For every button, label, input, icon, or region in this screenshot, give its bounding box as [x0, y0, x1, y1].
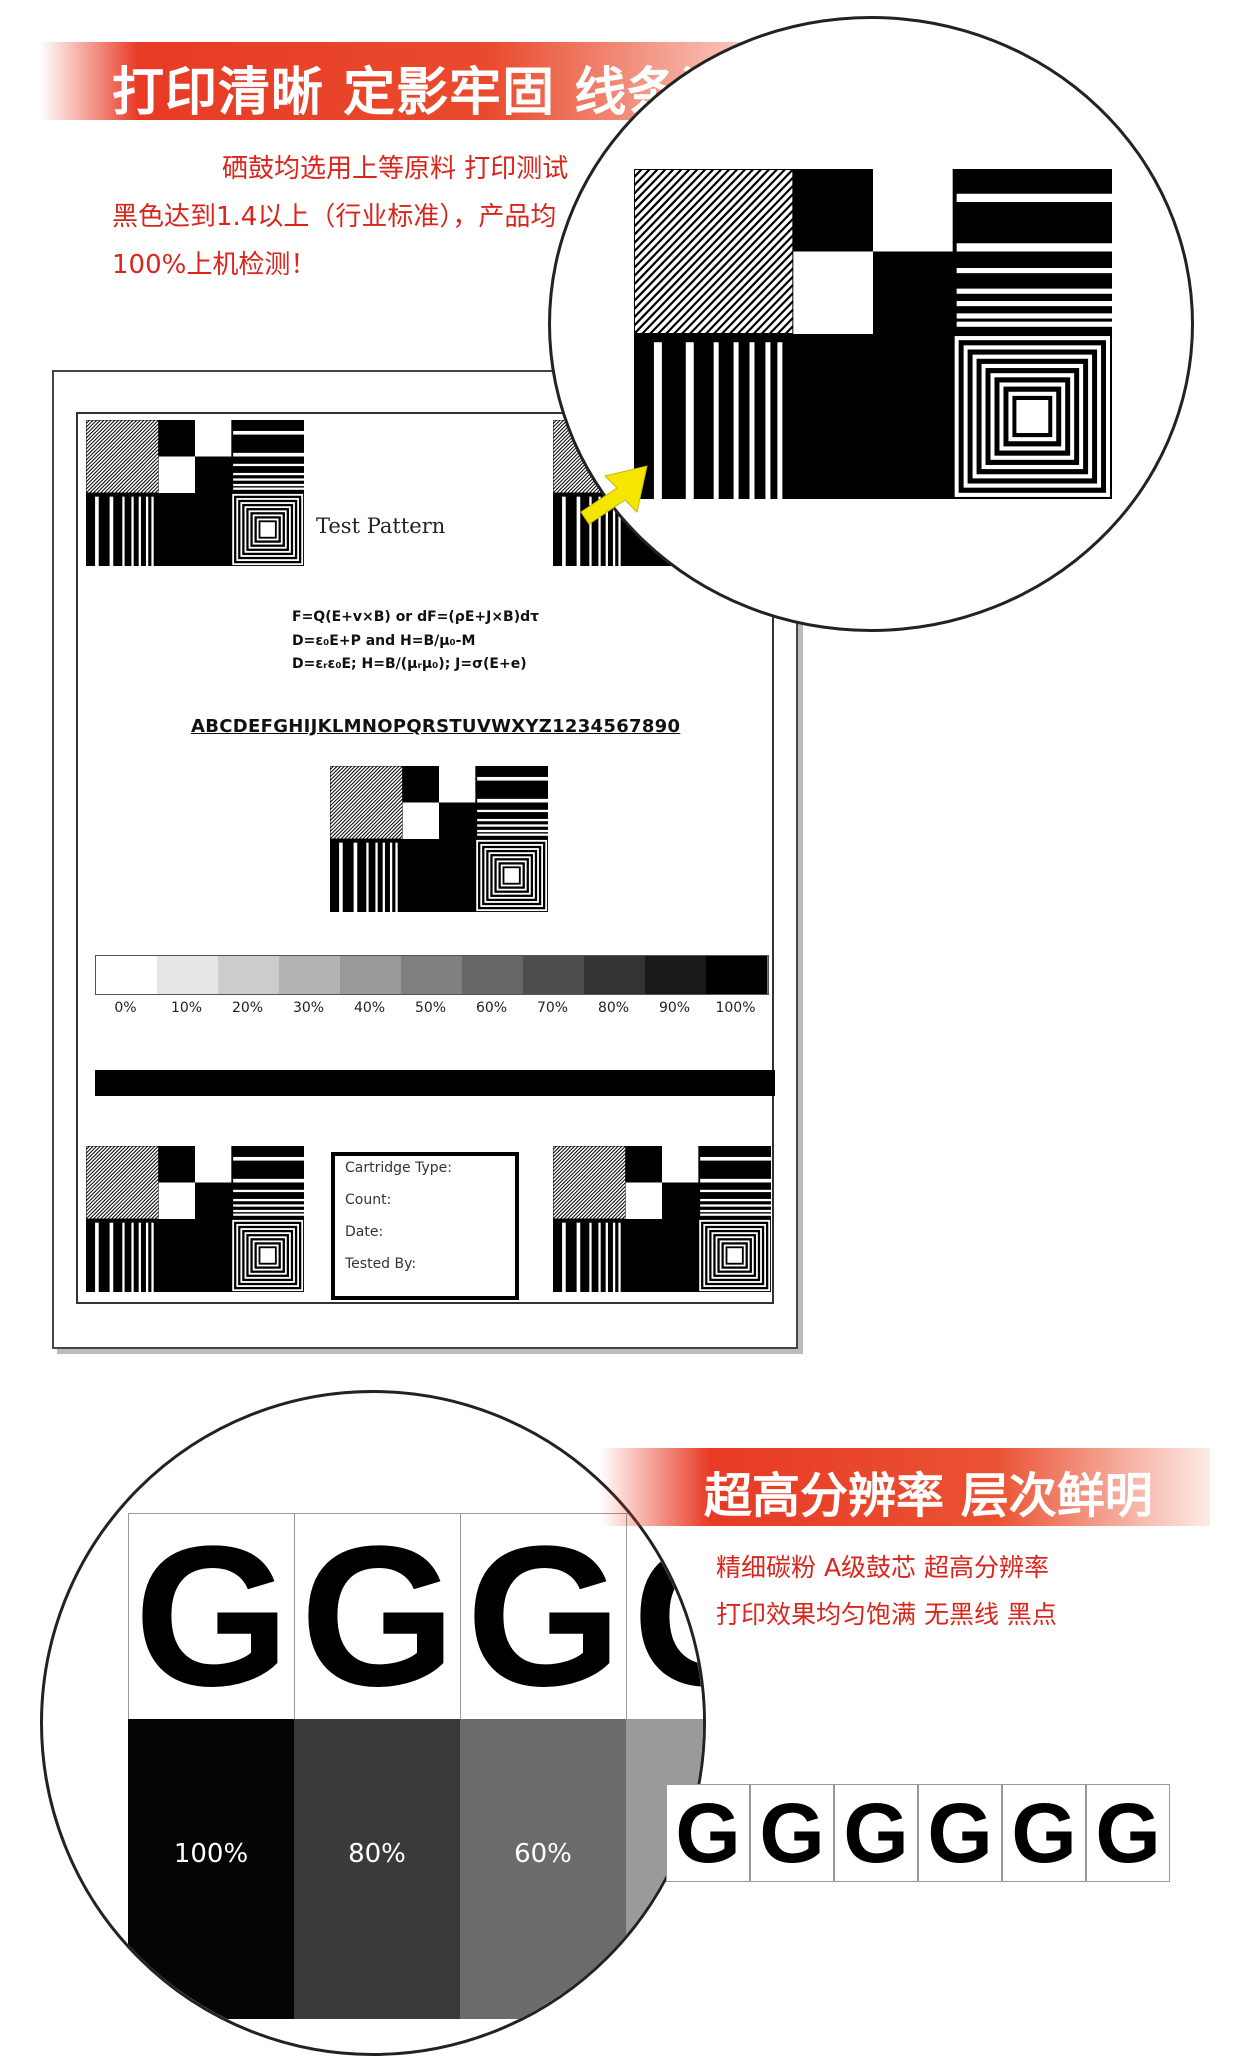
count-label: Count: [345, 1192, 392, 1208]
pattern-graphic [12, 419, 304, 566]
gray-swatch-label: 90% [658, 1000, 691, 1016]
gray-swatch [523, 956, 585, 994]
gray-swatch [584, 956, 646, 994]
magnifier-top [548, 16, 1194, 632]
gray-swatch [462, 956, 524, 994]
shade-80: 80% [294, 1719, 460, 2019]
gray-swatch [401, 956, 463, 994]
gray-scale-bar [95, 955, 769, 995]
gray-swatch-label: 20% [231, 1000, 264, 1016]
gray-swatch [218, 956, 280, 994]
pattern-graphic [479, 1145, 771, 1292]
feature-line-1: 精细碳粉 A级鼓芯 超高分辨率 [716, 1553, 1049, 1582]
intro-line-3: 100%上机检测！ [112, 250, 317, 280]
magnified-test-pattern [551, 167, 1112, 499]
gray-swatch-label: 10% [170, 1000, 203, 1016]
pattern-graphic [12, 1145, 304, 1292]
test-pattern-block-center [256, 765, 548, 912]
bottom-banner: 超高分辨率 层次鲜明 [600, 1448, 1210, 1526]
shade-60-label: 60% [514, 1839, 572, 1869]
solid-black-bar [95, 1070, 775, 1096]
gray-swatch [157, 956, 219, 994]
tested-by-label: Tested By: [345, 1256, 417, 1272]
gray-swatch-label: 50% [414, 1000, 447, 1016]
shade-80-label: 80% [348, 1839, 406, 1869]
shade-100: 100% [128, 1719, 294, 2019]
gray-swatch-label: 30% [292, 1000, 325, 1016]
small-letter-g-3: G [834, 1784, 918, 1882]
formula-line-1: F=Q(E+v×B) or dF=(ρE+J×B)dτ [292, 609, 540, 625]
gray-swatch [96, 956, 158, 994]
magnified-letter-g-2: G [294, 1513, 462, 1721]
date-label: Date: [345, 1224, 384, 1240]
shade-100-label: 100% [173, 1839, 249, 1869]
formula-line-3: D=εᵣε₀E; H=B/(μᵣμ₀); J=σ(E+e) [292, 656, 527, 672]
magnified-letter-g-4: G [626, 1513, 703, 1721]
small-letter-g-4: G [918, 1784, 1002, 1882]
gray-swatch [279, 956, 341, 994]
formula-line-2: D=ε₀E+P and H=B/μ₀-M [292, 633, 476, 649]
feature-line-2: 打印效果均匀饱满 无黑线 黑点 [716, 1600, 1057, 1629]
gray-swatch [340, 956, 402, 994]
test-pattern-block-top-left [12, 419, 304, 566]
yellow-arrow-icon [580, 465, 648, 525]
small-letter-g-2: G [750, 1784, 834, 1882]
small-letter-g-1: G [666, 1784, 750, 1882]
gray-swatch-label: 40% [353, 1000, 386, 1016]
intro-line-2: 黑色达到1.4以上（行业标准），产品均 [112, 202, 557, 232]
bottom-banner-title: 超高分辨率 层次鲜明 [704, 1468, 1153, 1524]
intro-line-1: 硒鼓均选用上等原料 打印测试 [222, 154, 569, 184]
small-letter-g-6: G [1086, 1784, 1170, 1882]
gray-swatch-label: 100% [715, 1000, 756, 1016]
alphabet-sample: ABCDEFGHIJKLMNOPQRSTUVWXYZ1234567890 [191, 716, 681, 737]
cartridge-type-label: Cartridge Type: [345, 1160, 452, 1176]
gray-swatch-label: 0% [114, 1000, 137, 1016]
test-pattern-block-bottom-left [12, 1145, 304, 1292]
pattern-graphic [551, 167, 1112, 499]
test-pattern-block-bottom-right [479, 1145, 771, 1292]
pattern-graphic [256, 765, 548, 912]
magnified-letter-g-3: G [460, 1513, 628, 1721]
gray-swatch-label: 70% [536, 1000, 569, 1016]
gray-swatch-label: 80% [597, 1000, 630, 1016]
gray-swatch-label: 60% [475, 1000, 508, 1016]
shade-60: 60% [460, 1719, 626, 2019]
small-letter-g-5: G [1002, 1784, 1086, 1882]
gray-swatch [645, 956, 707, 994]
test-page-border [76, 412, 774, 1304]
test-page-title: Test Pattern [316, 514, 446, 538]
gray-swatch [706, 956, 768, 994]
magnified-letter-g-1: G [128, 1513, 296, 1721]
cartridge-info-box: Cartridge Type: Count: Date: Tested By: [331, 1152, 519, 1300]
